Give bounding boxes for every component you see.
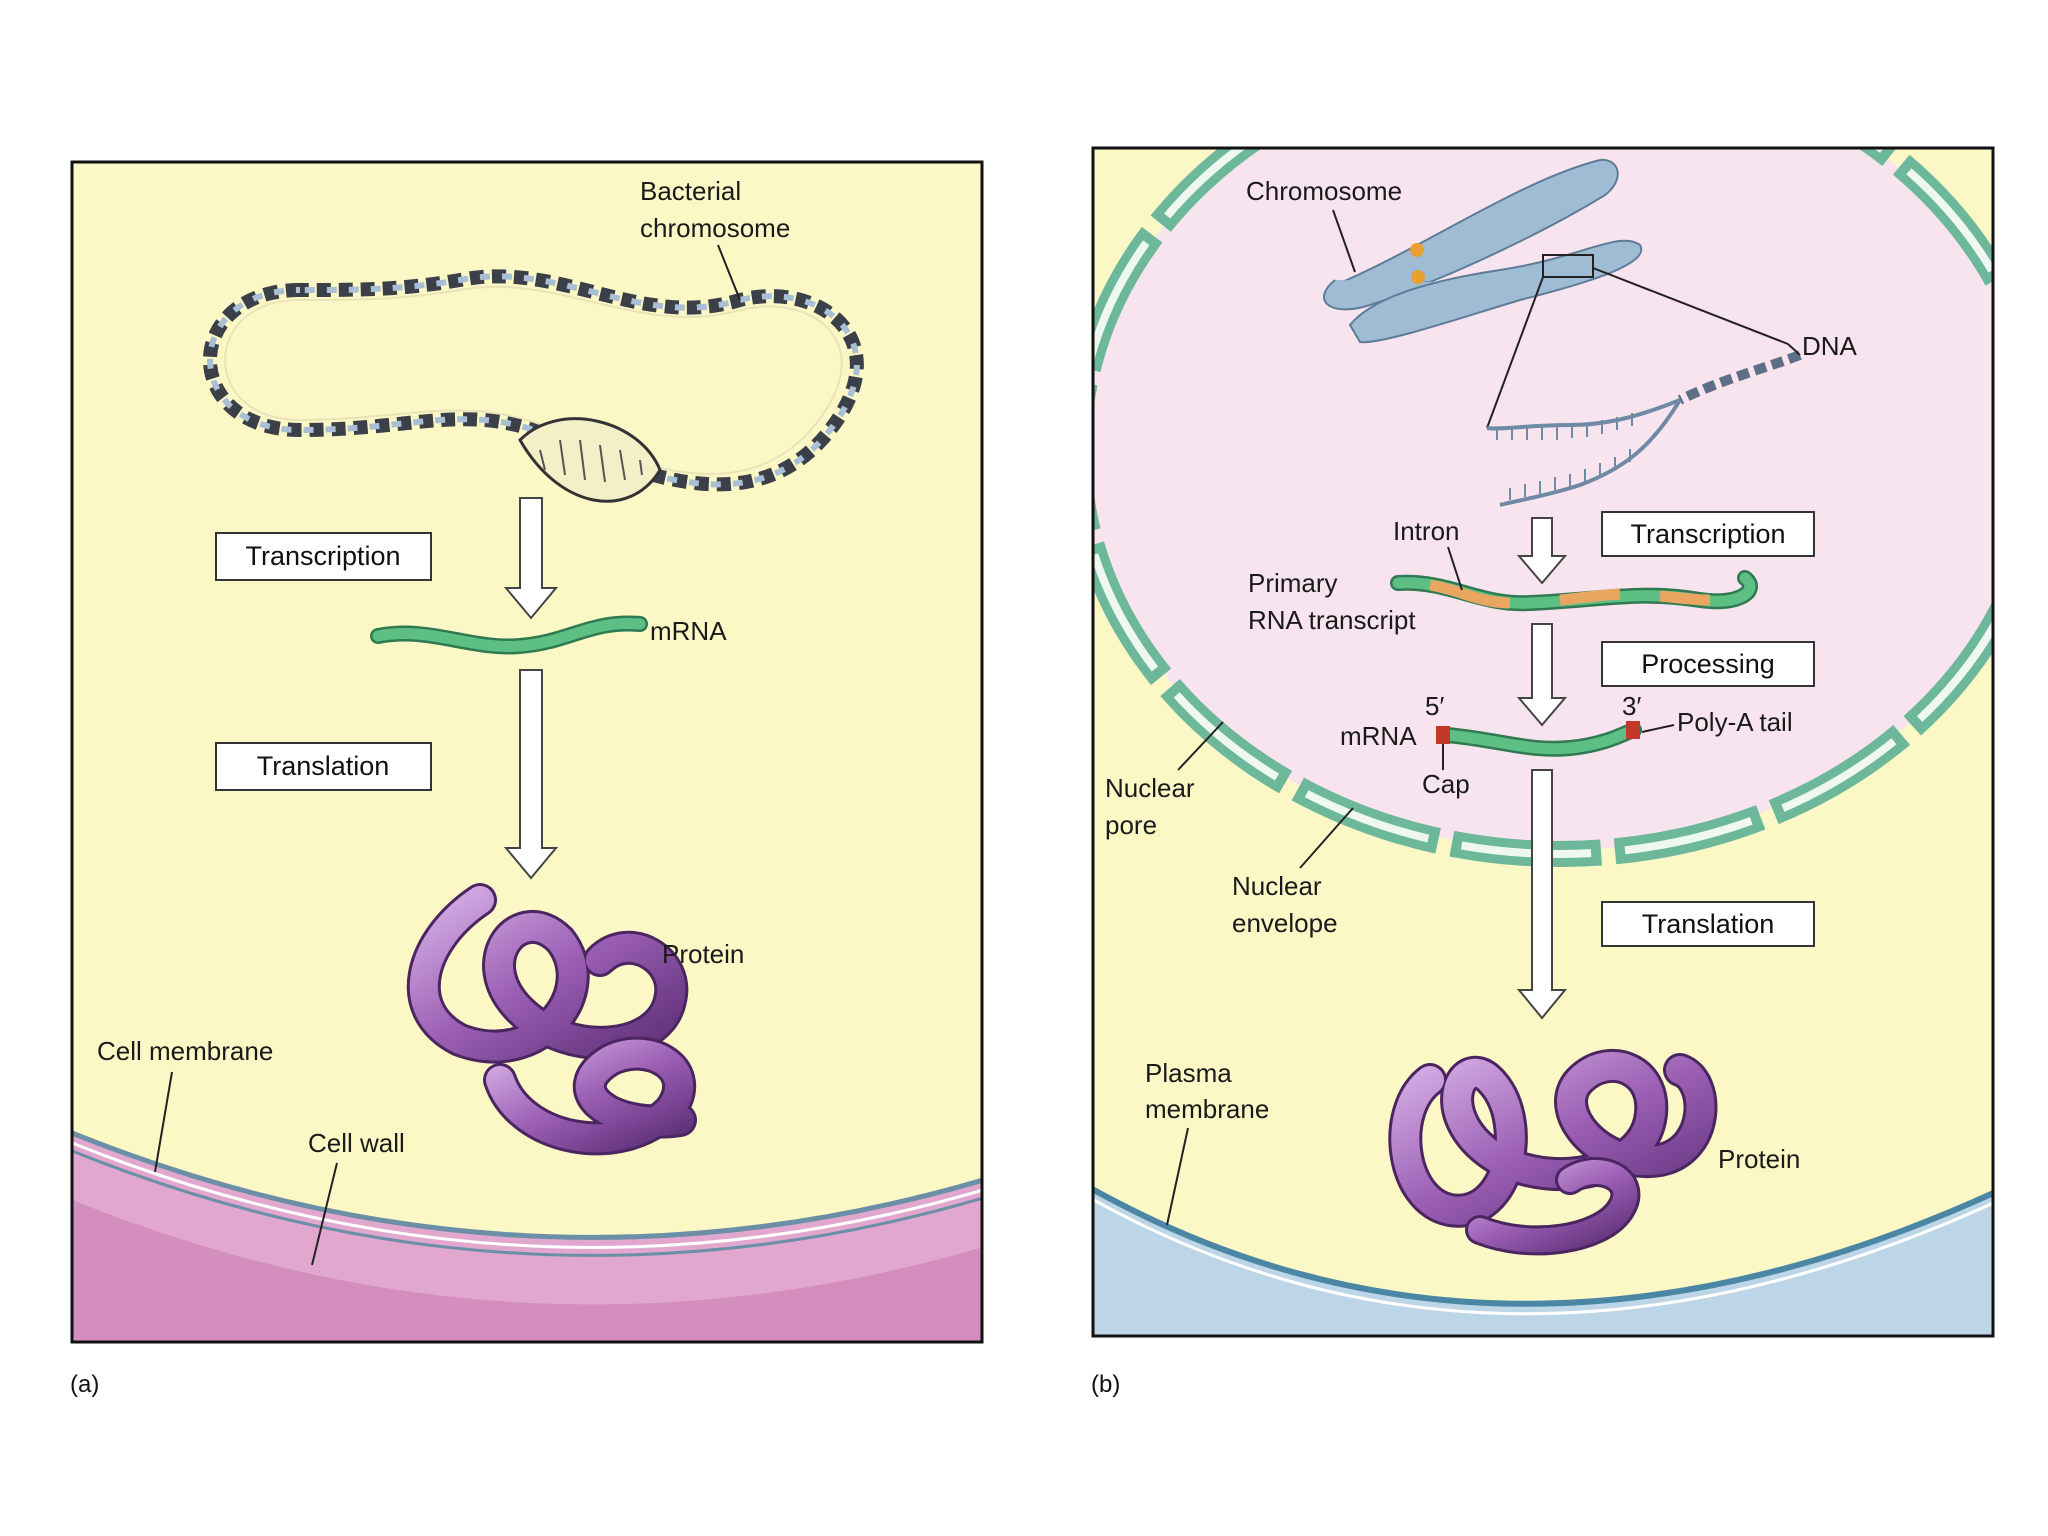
processing-box bbox=[1601, 641, 1815, 687]
transcription-step-label-b: Transcription bbox=[1630, 519, 1785, 549]
bacterial-chromosome-label-1: Bacterial bbox=[640, 176, 741, 206]
mature-mrna bbox=[1436, 721, 1642, 757]
dna-zoom-line-2 bbox=[1592, 267, 1789, 345]
panel-a: Bacterial chromosome Transcription mRNA … bbox=[70, 160, 984, 1398]
chromosome bbox=[1323, 158, 1643, 344]
five-prime-label: 5′ bbox=[1425, 691, 1444, 721]
protein-label-b: Protein bbox=[1718, 1144, 1800, 1174]
panel-a-frame bbox=[70, 160, 984, 1344]
nuclear-envelope-label-2: envelope bbox=[1232, 908, 1338, 938]
bacterial-chromosome-leader bbox=[717, 244, 741, 301]
plasma-membrane-line bbox=[1093, 1189, 1993, 1336]
panel-b: Chromosome DNA Transcription Intron Prim… bbox=[1091, 146, 1995, 1398]
plasma-membrane-leader bbox=[1166, 1127, 1189, 1226]
transcription-box-b bbox=[1601, 511, 1815, 557]
chromosome-leader bbox=[1332, 209, 1356, 273]
three-prime-label: 3′ bbox=[1622, 691, 1641, 721]
translation-arrow-b bbox=[1516, 769, 1568, 1020]
cell-membrane-label: Cell membrane bbox=[97, 1036, 273, 1066]
translation-arrow-a bbox=[503, 669, 559, 880]
nuclear-pore-label-2: pore bbox=[1105, 810, 1157, 840]
dna-leader bbox=[1787, 343, 1801, 356]
cap-label: Cap bbox=[1422, 769, 1470, 799]
intron-label: Intron bbox=[1393, 516, 1460, 546]
cap-marker bbox=[1436, 726, 1450, 744]
dna-strand bbox=[1486, 350, 1802, 507]
primary-transcript-label-1: Primary bbox=[1248, 568, 1338, 598]
mrna-label-a: mRNA bbox=[650, 616, 727, 646]
intron-leader bbox=[1447, 546, 1463, 591]
nuclear-envelope-leader bbox=[1299, 807, 1354, 869]
poly-a-tail-marker bbox=[1626, 721, 1640, 739]
transcription-arrow-b bbox=[1516, 517, 1568, 585]
nuclear-envelope-label-1: Nuclear bbox=[1232, 871, 1322, 901]
poly-a-tail-leader bbox=[1641, 724, 1675, 733]
bacterial-chromosome bbox=[203, 269, 864, 503]
cell-membrane-line bbox=[72, 1130, 982, 1240]
dna-zoom-line-1 bbox=[1486, 276, 1544, 429]
cell-wall-leader bbox=[311, 1162, 338, 1266]
mrna-label-b: mRNA bbox=[1340, 721, 1417, 751]
plasma-membrane-label-1: Plasma bbox=[1145, 1058, 1232, 1088]
translation-step-label-a: Translation bbox=[257, 751, 390, 781]
protein-a bbox=[406, 883, 697, 1156]
bacterial-chromosome-label-2: chromosome bbox=[640, 213, 790, 243]
transcription-arrow-a bbox=[503, 497, 559, 620]
processing-arrow bbox=[1516, 623, 1568, 727]
processing-step-label: Processing bbox=[1641, 649, 1775, 679]
translation-box-b bbox=[1601, 901, 1815, 947]
transcription-step-label-a: Transcription bbox=[245, 541, 400, 571]
translation-step-label-b: Translation bbox=[1642, 909, 1775, 939]
dna-label: DNA bbox=[1802, 331, 1858, 361]
nuclear-pore-leader bbox=[1177, 721, 1224, 771]
primary-transcript-label-2: RNA transcript bbox=[1248, 605, 1416, 635]
chromosome-label: Chromosome bbox=[1246, 176, 1402, 206]
cell-membrane-leader bbox=[154, 1071, 173, 1173]
panel-b-frame bbox=[1091, 146, 1995, 1338]
primary-rna-transcript bbox=[1390, 570, 1758, 612]
translation-box-a bbox=[215, 742, 432, 791]
panel-b-caption: (b) bbox=[1091, 1371, 1120, 1398]
nuclear-pore-label-1: Nuclear bbox=[1105, 773, 1195, 803]
protein-label-a: Protein bbox=[662, 939, 744, 969]
cell-wall-label: Cell wall bbox=[308, 1128, 405, 1158]
poly-a-tail-label: Poly-A tail bbox=[1677, 707, 1793, 737]
panel-a-caption: (a) bbox=[70, 1371, 99, 1398]
plasma-membrane-label-2: membrane bbox=[1145, 1094, 1269, 1124]
transcription-box-a bbox=[215, 532, 432, 581]
protein-b bbox=[1388, 1048, 1718, 1256]
